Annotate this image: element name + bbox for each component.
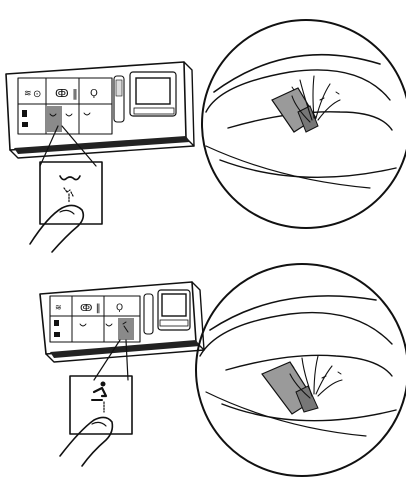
svg-text:Ϙ: Ϙ [90, 88, 98, 99]
svg-text:≋: ≋ [24, 89, 32, 99]
remote-panel-top: ≋ ⊙ ↂ ‖ Ϙ [6, 62, 194, 158]
bowl-view-front [202, 20, 406, 228]
svg-text:Ϙ: Ϙ [116, 303, 123, 313]
zoom-button-bidet [70, 376, 132, 434]
svg-text:ↂ ‖: ↂ ‖ [55, 87, 78, 100]
svg-text:ↂ ‖: ↂ ‖ [80, 303, 101, 314]
remote-panel-bottom: ≋ ↂ ‖ Ϙ [40, 282, 204, 362]
finger-icon-top [30, 205, 83, 252]
bowl-view-bidet [196, 264, 406, 476]
svg-text:⊙: ⊙ [33, 89, 41, 100]
finger-icon-bottom [60, 417, 112, 466]
zoom-button-front [40, 162, 102, 224]
svg-text:≋: ≋ [55, 303, 62, 312]
rear-wash-button[interactable] [46, 106, 62, 132]
callout-lines-bottom [94, 340, 128, 380]
